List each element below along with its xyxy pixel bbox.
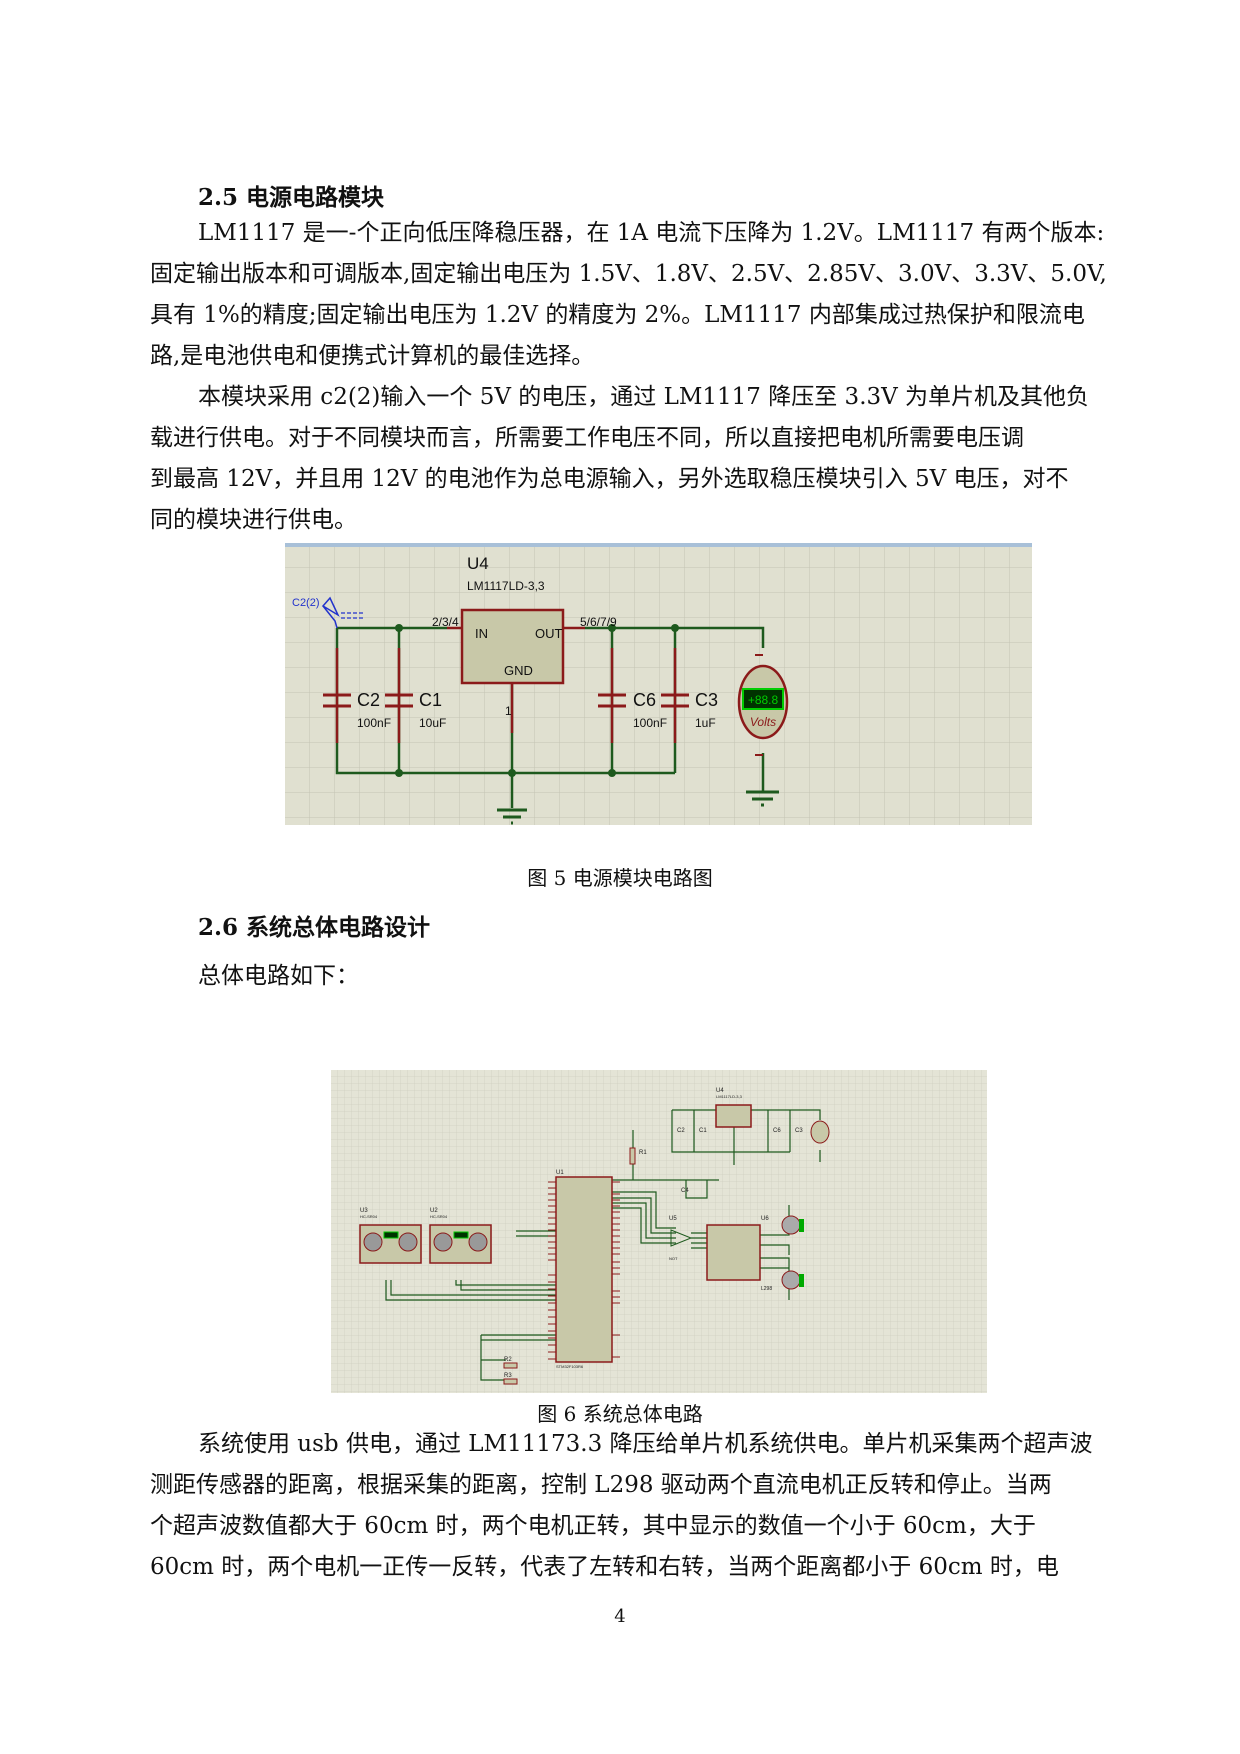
ultrasonic-sensor-u3 [359,1224,422,1264]
svg-text:C4: C4 [681,1188,689,1194]
svg-text:10uF: 10uF [419,716,446,730]
svg-text:U6: U6 [761,1216,769,1222]
text-line: 路,是电池供电和便携式计算机的最佳选择。 [150,343,595,369]
text-line: 系统使用 usb 供电，通过 LM11173.3 降压给单片机系统供电。单片机采… [198,1431,1093,1457]
resistor-r2 [503,1362,518,1369]
svg-text:HC-SR04: HC-SR04 [360,1214,378,1219]
svg-text:5/6/7/9: 5/6/7/9 [580,615,617,629]
svg-text:C2: C2 [357,690,380,710]
svg-text:C6: C6 [633,690,656,710]
text-line: 固定输出版本和可调版本,固定输出电压为 1.5V、1.8V、2.5V、2.85V… [150,261,1107,287]
svg-text:STM32F103R6: STM32F103R6 [556,1364,584,1369]
svg-text:OUT: OUT [535,626,563,641]
figure-5-caption: 图 5 电源模块电路图 [527,866,713,890]
section-heading: 2.5 电源电路模块 [198,184,385,211]
intro-text: 总体电路如下： [198,963,359,989]
paragraph-module: 本模块采用 c2(2)输入一个 5V 的电压，通过 LM1117 降压至 3.3… [150,377,1120,541]
ultrasonic-sensor-u2 [429,1224,492,1264]
svg-text:C2(2): C2(2) [292,597,320,609]
not-gate [670,1229,693,1247]
power-circuit-schematic: +88.8 Volts C2(2) U4 LM1117LD-3,3 2/3/4 … [285,543,1032,825]
text-line: 载进行供电。对于不同模块而言，所需要工作电压不同，所以直接把电机所需要电压调 [150,425,1024,451]
page-number: 4 [614,1606,626,1627]
svg-text:C3: C3 [795,1128,803,1134]
capacitor-plates [323,693,689,708]
svg-text:C1: C1 [419,690,442,710]
resistor-r1 [629,1147,636,1165]
svg-text:HC-SR04: HC-SR04 [430,1214,448,1219]
svg-text:100nF: 100nF [633,716,667,730]
resistor-r3 [503,1378,518,1385]
svg-text:C6: C6 [773,1128,781,1134]
l298-driver [706,1224,761,1281]
text-line: 同的模块进行供电。 [150,507,357,533]
svg-text:LM1117LD-3,3: LM1117LD-3,3 [716,1094,743,1099]
section-heading: 2.6 系统总体电路设计 [198,914,431,941]
text-line: 本模块采用 c2(2)输入一个 5V 的电压，通过 LM1117 降压至 3.3… [198,384,1090,410]
svg-text:1uF: 1uF [695,716,716,730]
svg-text:R3: R3 [504,1373,512,1379]
svg-text:R2: R2 [504,1357,512,1363]
svg-text:+88.8: +88.8 [748,693,779,707]
svg-text:Volts: Volts [750,715,776,729]
lm1117-ic [460,608,565,685]
text-line: 个超声波数值都大于 60cm 时，两个电机正转，其中显示的数值一个小于 60cm… [150,1513,1036,1539]
text-line: 60cm 时，两个电机一正传一反转，代表了左转和右转，当两个距离都小于 60cm… [150,1554,1059,1580]
svg-text:GND: GND [504,663,533,678]
system-circuit-schematic: U1 STM32F103R6 U3 HC-SR04 U2 HC-SR04 U4 … [331,1070,987,1393]
text-line: 具有 1%的精度;固定输出电压为 1.2V 的精度为 2%。LM1117 内部集… [150,302,1085,328]
paragraph-system: 系统使用 usb 供电，通过 LM11173.3 降压给单片机系统供电。单片机采… [150,1424,1120,1588]
svg-text:IN: IN [475,626,488,641]
voltmeter: +88.8 Volts [737,654,789,756]
svg-text:U4: U4 [716,1088,724,1094]
text-line: LM1117 是一-个正向低压降稳压器，在 1A 电流下压降为 1.2V。LM1… [198,220,1105,246]
svg-text:1: 1 [505,704,512,718]
paragraph-lm1117: LM1117 是一-个正向低压降稳压器，在 1A 电流下压降为 1.2V。LM1… [150,213,1120,377]
svg-text:U4: U4 [467,554,489,573]
terminal-c2: C2(2) [292,596,365,629]
text-line: 到最高 12V，并且用 12V 的电池作为总电源输入，另外选取稳压模块引入 5V… [150,466,1069,492]
svg-text:100nF: 100nF [357,716,391,730]
svg-text:LM1117LD-3,3: LM1117LD-3,3 [467,579,545,593]
svg-text:C1: C1 [699,1128,707,1134]
svg-text:U1: U1 [556,1170,564,1176]
dc-motors [781,1215,804,1290]
svg-text:L298: L298 [761,1286,772,1292]
regulator [715,1104,752,1128]
svg-text:NOT: NOT [669,1256,678,1261]
figure-6-caption: 图 6 系统总体电路 [537,1402,703,1426]
voltmeter [810,1120,830,1144]
svg-text:U2: U2 [430,1208,438,1214]
text-line: 测距传感器的距离，根据采集的距离，控制 L298 驱动两个直流电机正反转和停止。… [150,1472,1052,1498]
svg-text:R1: R1 [639,1150,647,1156]
svg-text:C3: C3 [695,690,718,710]
svg-text:U5: U5 [669,1216,677,1222]
stm32-mcu [555,1176,613,1363]
svg-text:C2: C2 [677,1128,685,1134]
svg-text:2/3/4: 2/3/4 [432,615,459,629]
svg-text:U3: U3 [360,1208,368,1214]
